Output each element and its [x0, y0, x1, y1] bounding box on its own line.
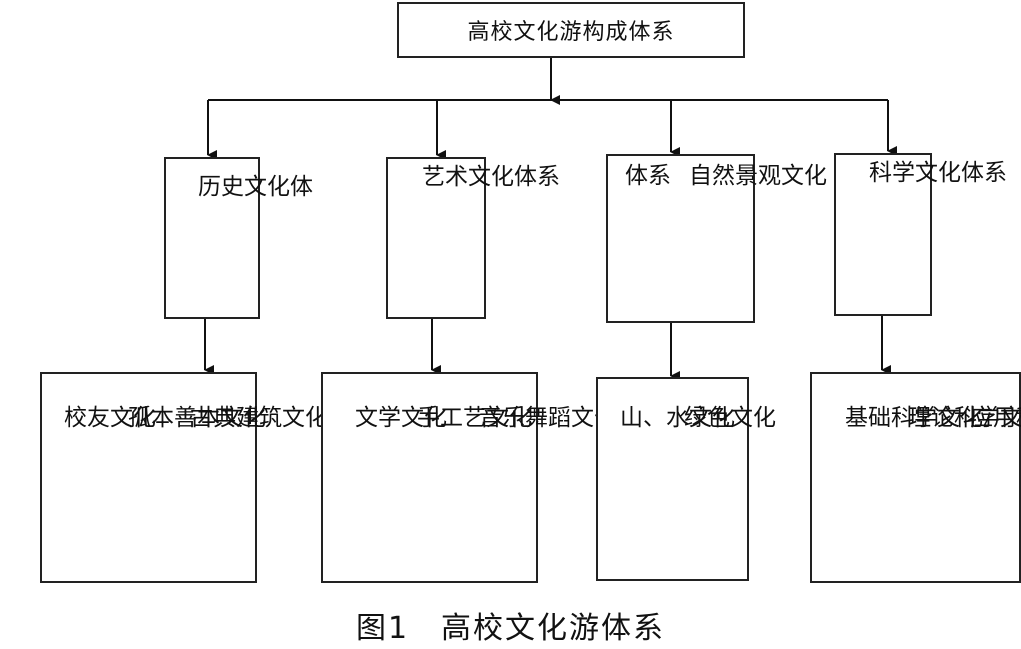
category-node-label: 艺术文化体系	[422, 164, 560, 190]
subgroup-item: 音乐舞蹈文化	[479, 405, 617, 431]
subgroup-node-nature: 山、水文化 绿色文化	[596, 377, 776, 581]
subgroup-item: 基础科学文化	[845, 405, 983, 431]
category-node-history: 历史文化体	[164, 157, 313, 319]
subgroup-item: 孤本善本文化	[128, 405, 266, 431]
subgroup-item: 应用科学文化	[970, 405, 1021, 431]
category-node-art: 艺术文化体系	[386, 157, 560, 319]
subgroup-item: 文学文化	[355, 405, 447, 431]
subgroup-item: 手工艺文化	[417, 405, 532, 431]
subgroup-node-art: 文学文化 手工艺文化 音乐舞蹈文化	[321, 372, 617, 583]
category-node-label: 科学文化体系	[869, 160, 1007, 186]
category-node-science: 科学文化体系	[834, 153, 1007, 316]
subgroup-item: 校友文化	[64, 405, 156, 431]
subgroup-item: 山、水文化	[620, 405, 735, 431]
category-node-label-col-2: 自然景观文化	[689, 163, 827, 189]
subgroup-node-history: 校友文化 孤本善本文化 古典建筑文化	[40, 372, 328, 583]
category-node-label: 历史文化体	[198, 174, 313, 200]
root-node-label: 高校文化游构成体系	[467, 20, 675, 45]
subgroup-node-science: 基础科学文化 理论科学文化 应用科学文化	[810, 372, 1021, 583]
figure-caption: 图1 高校文化游体系	[355, 611, 666, 646]
subgroup-item: 古典建筑文化	[190, 405, 328, 431]
category-node-label-col-1: 体系	[625, 163, 671, 189]
subgroup-item: 理论科学文化	[908, 405, 1021, 431]
root-node: 高校文化游构成体系	[397, 2, 745, 58]
category-node-nature: 体系 自然景观文化	[606, 154, 827, 323]
subgroup-item: 绿色文化	[684, 405, 776, 431]
